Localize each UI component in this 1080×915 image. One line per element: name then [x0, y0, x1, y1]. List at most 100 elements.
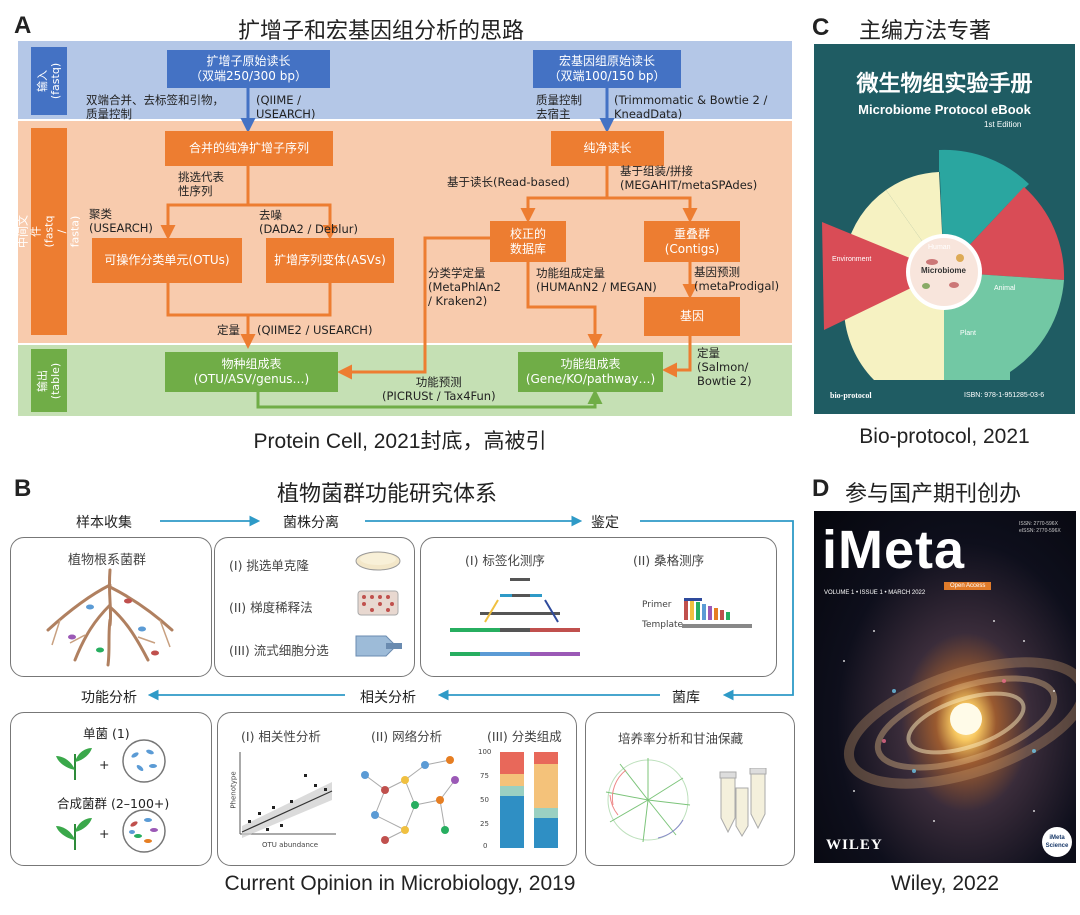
sanger-seq-diagram: [682, 598, 752, 628]
network-graph: [361, 756, 459, 844]
sector-plant: Plant: [960, 330, 976, 337]
barcode-seq-diagram: [450, 578, 580, 656]
synthetic-community-dish-icon: [122, 809, 166, 853]
synthetic-community-label: 合成菌群 (2–100+): [57, 796, 170, 811]
cover-edition: 1st Edition: [984, 120, 1022, 129]
qiime-usearch-note: (QIIME / USEARCH): [256, 93, 316, 121]
panel-a-label: A: [14, 12, 32, 39]
tick-label: 75: [480, 772, 489, 780]
cover-issn: ISSN: 2770-596X eISSN: 2770-596X: [1019, 521, 1061, 534]
cover-isbn: ISBN: 978-1-951285-03-6: [964, 392, 1045, 399]
sector-center-microbiome: Microbiome: [921, 266, 966, 275]
open-access-badge: Open Access: [944, 582, 992, 590]
species-table-box: 物种组成表 (OTU/ASV/genus…): [165, 352, 338, 392]
method-network: (II) 网络分析: [371, 729, 443, 744]
output-band-label: 输出 (table): [31, 349, 67, 412]
root-microbiome-label: 植物根系菌群: [68, 553, 147, 568]
identification-box: [420, 537, 777, 677]
method-correlation: (I) 相关性分析: [241, 729, 321, 744]
panel-c-title: 主编方法专著: [859, 19, 992, 44]
cover-chinese-title: 微生物组实验手册: [856, 72, 1033, 97]
microbiome-sector-diagram: [822, 149, 1065, 380]
panel-a-caption: Protein Cell, 2021封底，高被引: [253, 430, 547, 453]
contigs-box: 重叠群 (Contigs): [644, 221, 740, 262]
method-flow-sorting: (III) 流式细胞分选: [229, 643, 329, 658]
taxonomic-quant-note: 分类学定量 (MetaPhlAn2 / Kraken2): [428, 266, 501, 308]
imeta-science-badge: iMeta Science: [1042, 827, 1072, 857]
functional-quant-note: 功能组成定量 (HUMAnN2 / MEGAN): [536, 266, 657, 294]
imeta-journal-cover: iMeta Open Access VOLUME 1 • ISSUE 1 • M…: [814, 511, 1076, 863]
sector-human: Human: [928, 244, 951, 251]
panel-d-caption: Wiley, 2022: [890, 872, 1000, 895]
plant-root-icon: [46, 568, 174, 667]
phenotype-axis-label: Phenotype: [229, 771, 238, 809]
panel-c-label: C: [812, 14, 830, 41]
single-strain-dish-icon: [122, 739, 166, 783]
merge-qc-note: 双端合并、去标签和引物， 质量控制: [86, 93, 224, 121]
plus-sign-2: +: [99, 826, 110, 841]
panel-a-connectors: [160, 88, 698, 409]
seedling-icon: [56, 748, 92, 780]
seedling-icon-2: [56, 818, 92, 850]
culture-rate-glycerol-label: 培养率分析和甘油保藏: [618, 731, 744, 746]
method-pick-colony: (I) 挑选单克隆: [229, 558, 309, 573]
input-band-label: 输入 (fastq): [31, 47, 67, 115]
single-strain-label: 单菌 (1): [83, 726, 130, 741]
metagenome-raw-reads-box: 宏基因组原始读长 （双端100/150 bp）: [533, 50, 681, 88]
isolation-icons: [355, 551, 402, 657]
assembly-note: 基于组装/拼接 (MEGAHIT/metaSPAdes): [620, 164, 758, 192]
otu-abundance-axis-label: OTU abundance: [262, 841, 319, 849]
tick-label: 100: [478, 748, 492, 756]
salmon-quant-note: 定量 (Salmon/ Bowtie 2): [697, 346, 752, 388]
step-correlation-analysis: 相关分析: [360, 690, 416, 706]
panel-d-title: 参与国产期刊创办: [845, 482, 1022, 507]
quantification-note: 定量: [217, 323, 240, 337]
cluster-note: 聚类 (USEARCH): [89, 207, 153, 235]
bio-protocol-logo: bio-protocol: [830, 391, 872, 400]
step-library: 菌库: [672, 690, 700, 706]
panel-b-title: 植物菌群功能研究体系: [277, 482, 498, 507]
phylogenetic-tree-icon: [605, 758, 691, 843]
template-label: Template: [642, 620, 684, 630]
plus-sign-1: +: [99, 757, 110, 772]
picrust-note: 功能预测 (PICRUSt / Tax4Fun): [382, 375, 496, 403]
volume-issue-line: VOLUME 1 • ISSUE 1 • MARCH 2022: [824, 590, 926, 596]
microbiome-protocol-ebook-cover: 微生物组实验手册 Microbiome Protocol eBook 1st E…: [814, 44, 1075, 414]
read-based-note: 基于读长(Read-based): [447, 175, 570, 189]
method-serial-dilution: (II) 梯度稀释法: [229, 600, 313, 615]
step-function-analysis: 功能分析: [81, 690, 137, 706]
tick-label: 25: [480, 820, 489, 828]
tick-label: 50: [480, 796, 489, 804]
middle-band-label: 中间文件 (fastq / fasta): [17, 128, 82, 335]
method-sanger-sequencing: (II) 桑格测序: [633, 553, 705, 568]
sector-animal: Animal: [994, 285, 1016, 292]
primer-label: Primer: [642, 600, 672, 610]
corrected-database-box: 校正的 数据库: [490, 221, 566, 262]
gene-prediction-note: 基因预测 (metaProdigal): [694, 265, 780, 293]
step-sample-collection: 样本收集: [76, 515, 132, 531]
denoise-note: 去噪 (DADA2 / Deblur): [259, 208, 358, 236]
panel-c-caption: Bio-protocol, 2021: [859, 425, 1030, 448]
panel-b-caption: Current Opinion in Microbiology, 2019: [224, 872, 576, 895]
method-barcode-sequencing: (I) 标签化测序: [465, 553, 545, 568]
wiley-logo: WILEY: [826, 837, 883, 853]
amplicon-raw-reads-box: 扩增子原始读长 （双端250/300 bp）: [167, 50, 330, 88]
trimmomatic-note: (Trimmomatic & Bowtie 2 / KneadData): [614, 93, 768, 121]
tick-label: 0: [483, 842, 488, 850]
function-table-box: 功能组成表 (Gene/KO/pathway…): [518, 352, 663, 392]
clean-reads-box: 纯净读长: [551, 131, 664, 166]
otu-box: 可操作分类单元(OTUs): [92, 238, 242, 283]
cover-english-title: Microbiome Protocol eBook: [858, 102, 1031, 117]
qiime2-note: (QIIME2 / USEARCH): [257, 323, 373, 337]
panel-b-arrows: [147, 515, 794, 701]
merged-clean-amplicon-box: 合并的纯净扩增子序列: [165, 131, 333, 166]
glycerol-tubes-icon: [719, 768, 767, 837]
asv-box: 扩增序列变体(ASVs): [266, 238, 394, 283]
panel-b-label: B: [14, 475, 32, 502]
function-analysis-box: [10, 712, 212, 866]
output-band: [18, 345, 792, 416]
step-strain-isolation: 菌株分离: [283, 515, 339, 531]
imeta-title: iMeta: [822, 520, 966, 580]
sector-environment: Environment: [832, 256, 872, 263]
step-identification: 鉴定: [591, 515, 619, 531]
